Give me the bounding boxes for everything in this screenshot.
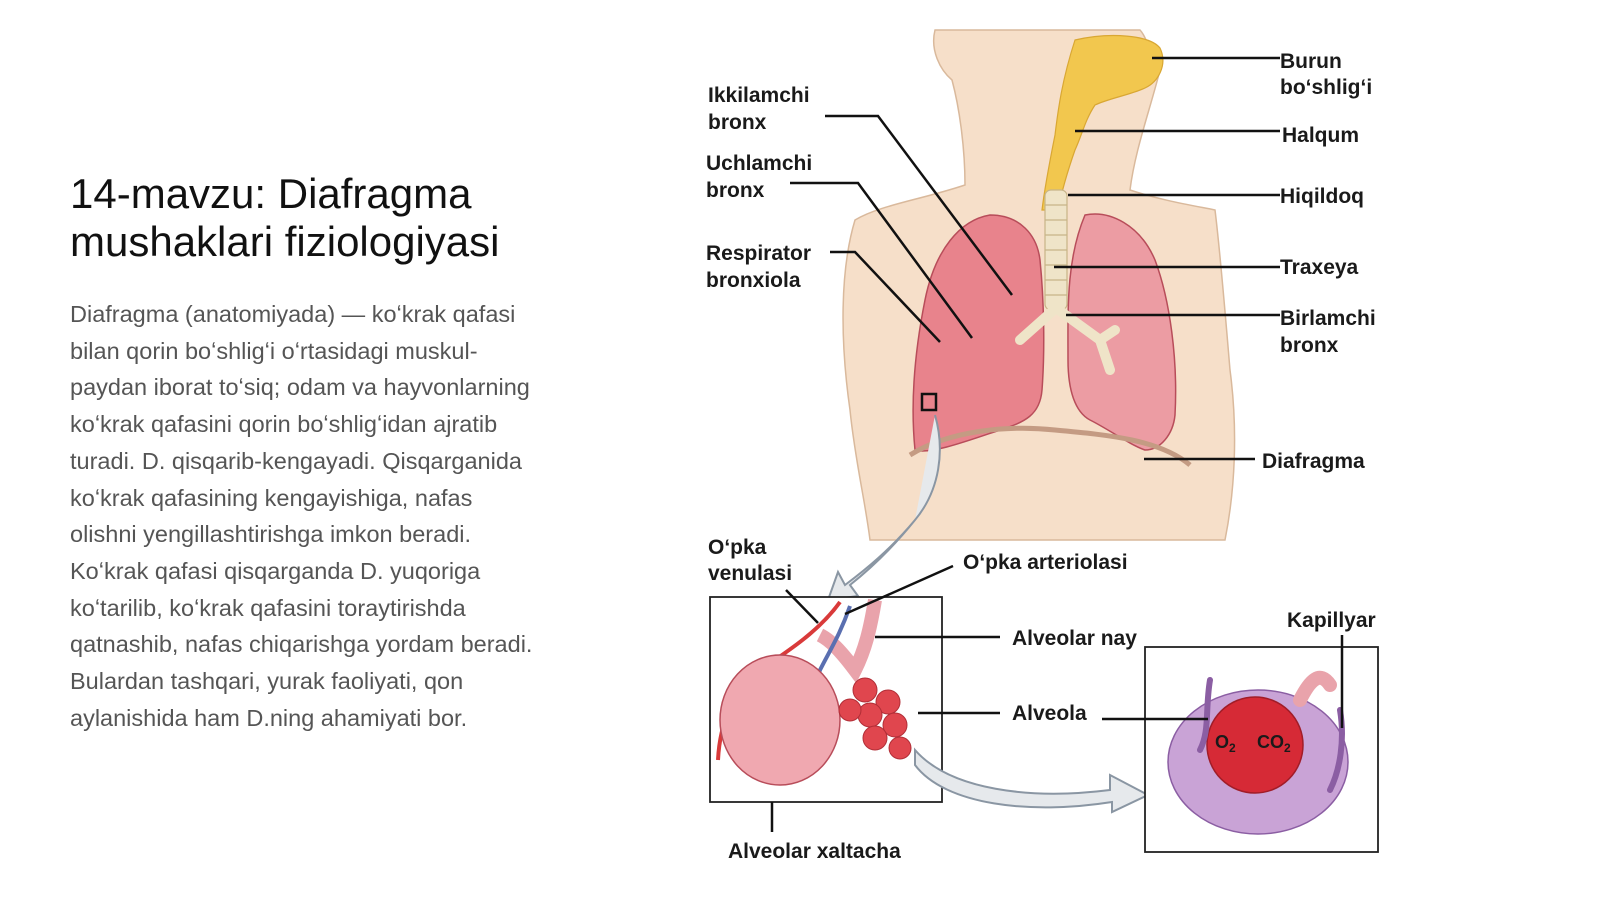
label-alveolar-sac: Alveolar xaltacha [728,840,901,863]
label-pulmonary-venule-2: venulasi [708,562,792,585]
label-larynx: Hiqildoq [1280,185,1364,208]
left-lung [1067,213,1177,451]
label-trachea: Traxeya [1280,256,1359,279]
label-alveolus: Alveola [1012,702,1087,725]
slide-body-text: Diafragma (anatomiyada) — koʻkrak qafasi… [70,301,533,731]
label-tertiary-bronchus-2: bronx [706,179,765,202]
label-diaphragm: Diafragma [1262,450,1365,473]
alveoli-cluster [838,677,912,760]
bronchiole-branch [816,598,882,684]
leader-lines [770,56,1344,832]
label-pulmonary-arteriole: Oʻpka arteriolasi [963,551,1128,574]
co2-label: CO2 [1257,732,1291,755]
label-tertiary-bronchus-1: Uchlamchi [706,152,812,175]
alveolar-tube [1293,670,1337,707]
magnification-box [920,392,938,412]
label-secondary-bronchus-1: Ikkilamchi [708,84,810,107]
label-alveolar-duct: Alveolar nay [1012,627,1137,650]
respiratory-system-diagram: O2 CO2 [690,10,1430,890]
zoom-arrow-right [914,747,1151,814]
diaphragm [908,425,1192,467]
zoom-arrow-down [826,414,941,602]
diagram-canvas: O2 CO2 [706,29,1379,863]
nasal-cavity [1041,35,1164,211]
label-capillary: Kapillyar [1287,609,1376,632]
label-secondary-bronchus-2: bronx [708,111,767,134]
label-pharynx: Halqum [1282,124,1359,147]
label-nasal-cavity-2: boʻshligʻi [1280,76,1372,99]
primary-bronchus [1015,303,1120,375]
alveolus [1206,696,1304,794]
label-primary-bronchus-1: Birlamchi [1280,307,1376,330]
label-pulmonary-venule-1: Oʻpka [708,536,767,559]
label-nasal-cavity-1: Burun [1280,50,1342,73]
label-respiratory-bronchiole-2: bronxiola [706,269,801,292]
label-primary-bronchus-2: bronx [1280,334,1339,357]
slide-title: 14-mavzu: Diafragma mushaklari fiziologi… [70,170,500,265]
alveolar-sac-cluster [719,654,841,786]
trachea-rings [1045,204,1067,296]
o2-label: O2 [1215,732,1236,755]
label-respiratory-bronchiole-1: Respirator [706,242,811,265]
